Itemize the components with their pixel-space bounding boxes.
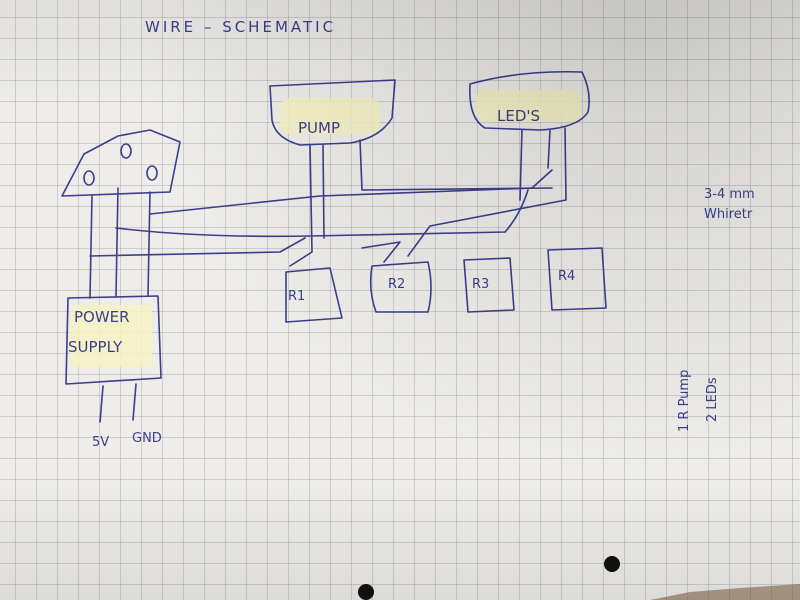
relay-r3-label: R3 xyxy=(472,277,489,292)
pump-highlight xyxy=(280,98,380,134)
binder-hole-left xyxy=(358,584,374,600)
schematic-title: WIRE – SCHEMATIC xyxy=(145,18,336,36)
terminal-5v-label: 5V xyxy=(92,435,109,450)
wire-spec-note-line1: 3-4 mm xyxy=(704,187,755,202)
relay-r2-label: R2 xyxy=(388,277,405,292)
socket-outline xyxy=(61,129,181,197)
leds-highlight xyxy=(476,90,581,122)
pump-label: PUMP xyxy=(298,119,340,137)
relay-note-line2: 2 LEDs xyxy=(705,377,720,422)
relay-note-line1: 1 R Pump xyxy=(677,370,692,432)
relay-note: 1 R Pump 2 LEDs xyxy=(677,370,720,432)
relay-r3-box xyxy=(463,257,515,313)
relay-r4-label: R4 xyxy=(558,269,575,284)
socket-pin-left xyxy=(83,170,95,186)
power-supply-box xyxy=(65,295,162,385)
leds-box xyxy=(468,70,590,131)
terminal-gnd-label: GND xyxy=(132,431,162,446)
pump-box xyxy=(269,79,396,146)
wiring xyxy=(89,127,567,299)
wire-spec-note-line2: Whiretr xyxy=(704,207,753,222)
power-supply-highlight xyxy=(70,305,152,367)
relay-r1-box xyxy=(285,267,343,323)
terminal-gnd-wire xyxy=(132,383,137,421)
power-supply-label-line2: SUPPLY xyxy=(68,338,123,356)
leds-label: LED'S xyxy=(497,107,540,125)
socket-pin-middle xyxy=(120,143,132,159)
binder-hole-right xyxy=(604,556,620,572)
power-supply-label-line1: POWER xyxy=(74,308,130,326)
terminal-5v-wire xyxy=(99,385,104,423)
socket-pin-right xyxy=(146,165,158,181)
desk-edge xyxy=(650,584,800,600)
relay-r1-label: R1 xyxy=(288,289,305,304)
relay-r2-box xyxy=(369,261,432,313)
relay-r4-box xyxy=(547,247,607,311)
